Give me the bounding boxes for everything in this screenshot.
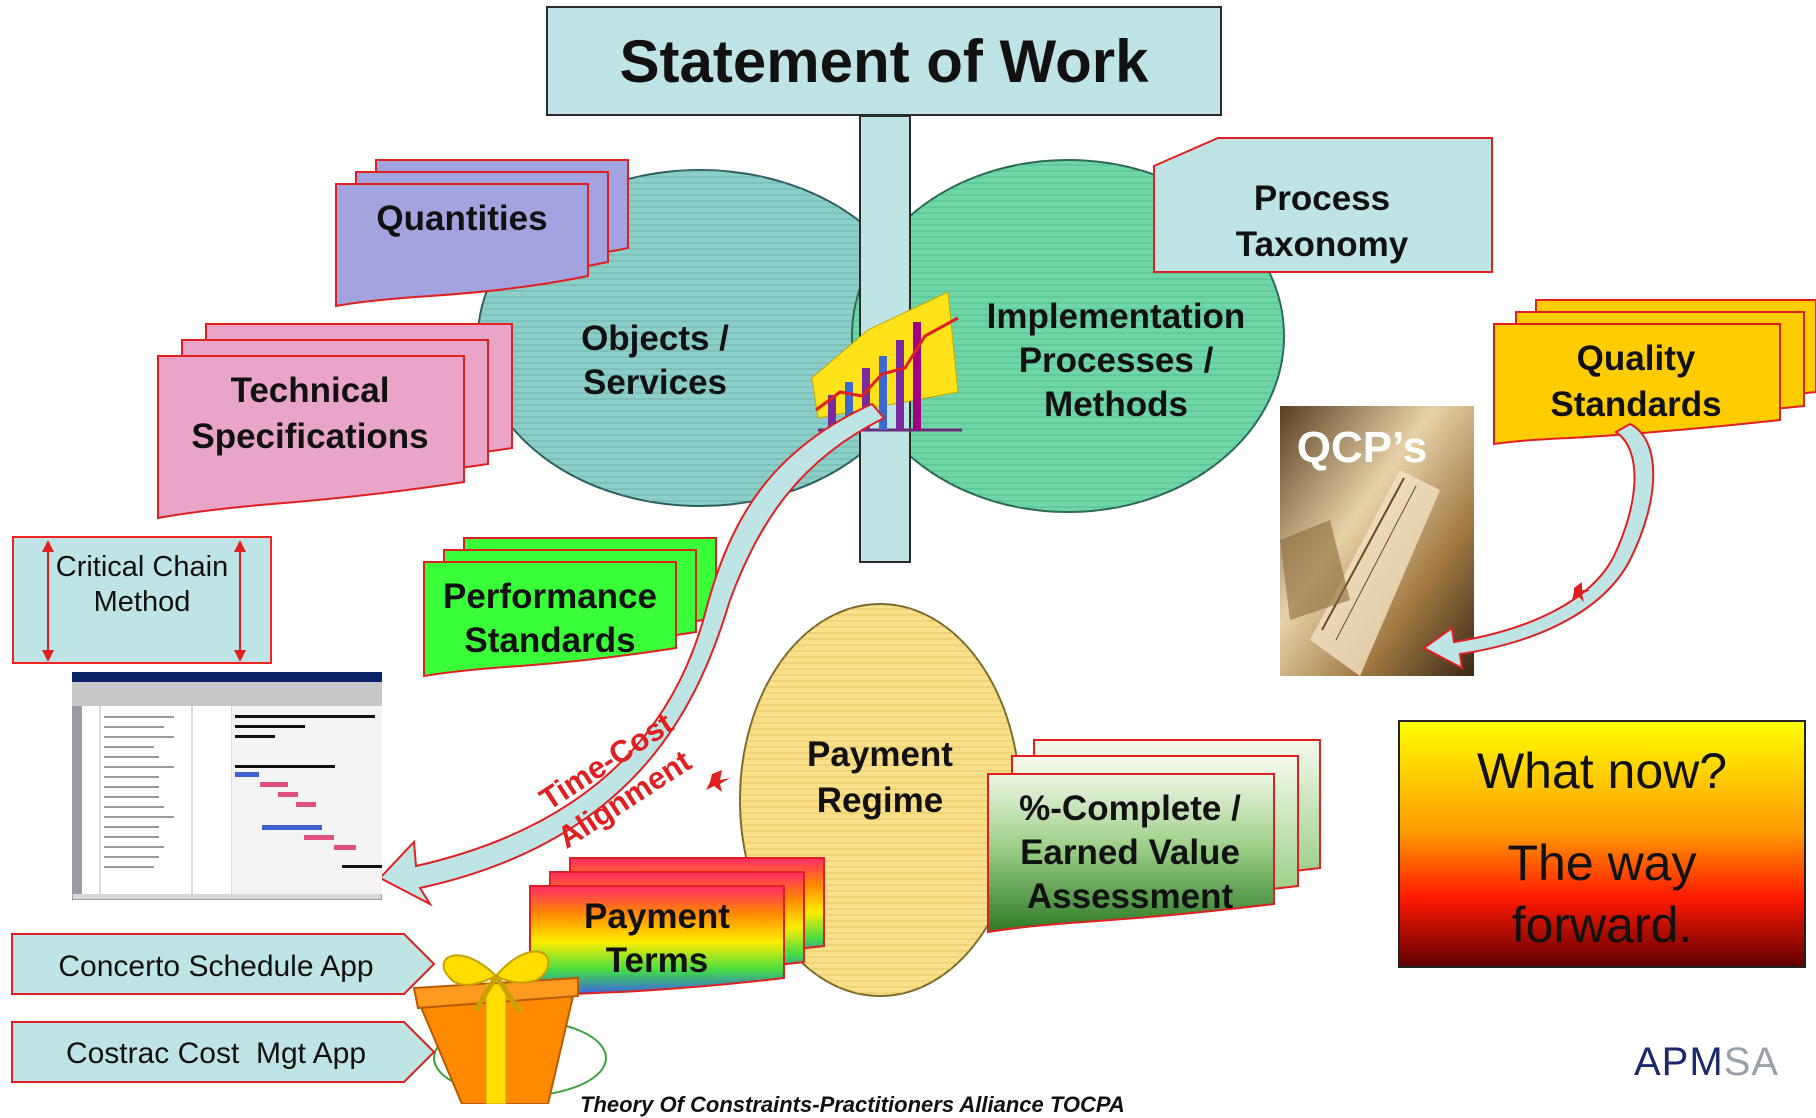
concerto-app-label: Concerto Schedule App — [58, 950, 373, 983]
technical-specifications-doc — [157, 323, 513, 520]
gift-icon — [412, 950, 607, 1104]
logo-main: APM — [1634, 1040, 1724, 1084]
process-taxonomy-label-2: Taxonomy — [1236, 225, 1409, 264]
footer-caption: Theory Of Constraints-Practitioners Alli… — [580, 1092, 1125, 1117]
quantities-doc — [335, 159, 629, 308]
earned-value-label-2: Earned Value — [1020, 833, 1240, 872]
technical-label-2: Specifications — [191, 417, 428, 456]
earned-value-doc — [987, 739, 1321, 934]
ccm-arrows — [42, 540, 246, 662]
quantities-label: Quantities — [376, 199, 547, 238]
payment-terms-label-1: Payment — [584, 897, 730, 936]
technical-label-1: Technical — [231, 371, 390, 410]
costrac-app-label: Costrac Cost Mgt App — [66, 1037, 366, 1070]
page-title: Statement of Work — [546, 6, 1222, 116]
critical-chain-method-label: Critical Chain Method — [55, 551, 229, 618]
quality-arrow — [1422, 422, 1655, 670]
payment-terms-doc — [529, 857, 825, 1000]
gantt-screenshot — [72, 672, 382, 900]
what-now-box: What now? The way forward. — [1398, 720, 1806, 968]
payment-regime-label-1: Payment — [807, 735, 953, 774]
implementation-label-3: Methods — [1044, 385, 1188, 424]
app-labels: Concerto Schedule App Costrac Cost Mgt A… — [58, 950, 373, 1070]
time-cost-arrow — [378, 402, 886, 907]
process-taxonomy-label-1: Process — [1254, 179, 1390, 218]
payment-regime-label-2: Regime — [817, 781, 943, 820]
quality-label-1: Quality — [1577, 339, 1696, 378]
apmsa-logo: APMSA — [1634, 1040, 1779, 1085]
qcp-label: QCP’s — [1297, 423, 1427, 472]
implementation-label-2: Processes / — [1019, 341, 1214, 380]
performance-label-2: Standards — [464, 621, 635, 660]
costrac-app-shape — [11, 1021, 436, 1083]
implementation-label-1: Implementation — [987, 297, 1246, 336]
payment-terms-label-2: Terms — [606, 941, 708, 980]
objects-label-2: Services — [583, 363, 727, 402]
performance-standards-doc — [423, 537, 717, 678]
quality-standards-doc — [1493, 299, 1816, 446]
what-now-line-2: The way forward. — [1507, 835, 1697, 953]
objects-label-1: Objects / — [581, 319, 729, 358]
earned-value-label-3: Assessment — [1027, 877, 1234, 916]
qcp-image — [1280, 406, 1474, 676]
quality-label-2: Standards — [1550, 385, 1721, 424]
labels: Quantities Technical Specifications Perf… — [191, 179, 1721, 980]
what-now-line-1: What now? — [1476, 743, 1728, 799]
chart-icon — [811, 291, 962, 432]
process-taxonomy-doc — [1153, 137, 1493, 273]
concerto-app-shape — [11, 933, 436, 995]
critical-chain-method-box: Critical Chain Method — [12, 536, 272, 664]
logo-accent: SA — [1723, 1040, 1780, 1084]
earned-value-label-1: %-Complete / — [1019, 789, 1241, 828]
performance-label-1: Performance — [443, 577, 657, 616]
